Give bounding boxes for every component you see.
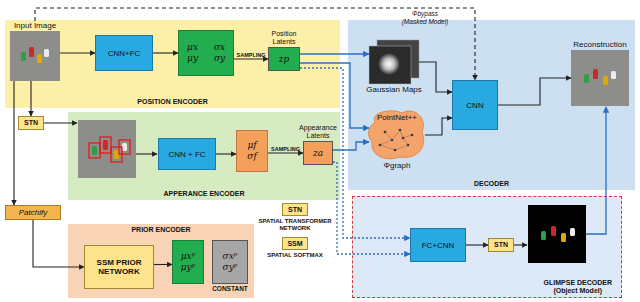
node-text: Patchify <box>19 208 47 217</box>
node-text: CONSTANT <box>212 285 248 293</box>
patchify-box: Patchify <box>5 205 61 220</box>
region-title: PRIOR ENCODER <box>68 226 254 234</box>
region-title: APPERANCE ENCODER <box>68 190 340 198</box>
network-box: CNN <box>452 80 498 130</box>
node-text: DECODER <box>348 180 635 188</box>
latent-box: μfσf <box>236 130 268 172</box>
legend-swatch: SSM <box>282 237 308 250</box>
node-text: STN <box>24 119 38 127</box>
latent-box: zp <box>268 47 300 71</box>
node-text: Appearance Latents <box>296 124 340 140</box>
region-title: DECODER <box>348 180 635 188</box>
node-text: μf <box>247 140 256 151</box>
node-text: Gaussian Maps <box>366 85 422 94</box>
prior-variance-node: σxᵖσyᵖCONSTANT <box>208 240 252 293</box>
pointnet-frame: PointNet++ <box>369 110 425 160</box>
node-text: PRIOR ENCODER <box>68 226 254 234</box>
network-box: CNN + FC <box>158 138 216 170</box>
legend-text: SPATIAL TRANSFORMER NETWORK <box>256 218 334 232</box>
reconstruction-frame <box>571 50 629 106</box>
network-box: CNN+FC <box>95 35 153 71</box>
node-text: GLIMPSE DECODER <box>544 279 612 287</box>
decoder-region: GLIMPSE DECODER(Object Model) FC+CNN STN <box>352 196 622 298</box>
decoder-region: DECODER Gaussian MapsPointNet++ Φgraph CNN R… <box>348 20 635 190</box>
node-text: Position Latents <box>262 30 306 46</box>
encoder-region: POSITION ENCODER Input ImageCNN+FC μxσxμyσ… <box>5 20 340 108</box>
node-text: σxᵖ <box>223 251 238 262</box>
encoder-region: PRIOR ENCODERSSM PRIOR NETWORKμxᵖμyᵖσxᵖσ… <box>68 224 254 298</box>
node-text: μx <box>179 42 206 53</box>
network-box: FC+CNN <box>410 228 466 262</box>
node-text: Reconstruction <box>573 40 626 49</box>
edge-label: SAMPLING <box>271 146 300 152</box>
encoder-region: APPERANCE ENCODER CNN + FC μfσf Appearance … <box>68 112 340 200</box>
node-text: CNN+FC <box>108 49 141 58</box>
node-text: σy <box>206 53 233 64</box>
node-text: σf <box>247 151 256 162</box>
legend-text: SPATIAL SOFTMAX <box>256 252 334 259</box>
legend-symbol-text: STN <box>288 206 302 213</box>
legend-symbol-text: SSM <box>287 240 302 247</box>
stn-box: STN <box>18 116 44 130</box>
node-text: POSITION ENCODER <box>5 98 340 106</box>
input-image-frame <box>10 31 60 81</box>
node-text: μxᵖ <box>181 251 196 262</box>
node-text: SSM PRIOR NETWORK <box>85 258 153 276</box>
latent-node: Position Latents zp <box>262 30 306 71</box>
legend-swatch: STN <box>282 203 308 216</box>
prior-mean-box: μxᵖμyᵖ <box>172 240 204 284</box>
prior-variance-box: σxᵖσyᵖ <box>212 240 248 284</box>
node-text: FC+CNN <box>422 241 455 250</box>
node-text: (Object Model) <box>544 287 612 295</box>
node-text: PointNet++ <box>377 113 417 122</box>
region-title: POSITION ENCODER <box>5 98 340 106</box>
node-text: σx <box>206 42 233 53</box>
node-text: CNN <box>466 101 483 110</box>
node-text: Input Image <box>14 21 56 30</box>
gaussian-maps-node: Gaussian Maps <box>362 40 426 94</box>
network-box: SSM PRIOR NETWORK <box>84 245 154 289</box>
image-panel: Input Image <box>8 21 62 81</box>
pointnet-node: PointNet++ Φgraph <box>366 110 428 170</box>
stn-box: STN <box>488 238 514 252</box>
edge-label: Φbypass (Masked Model) <box>400 10 450 25</box>
node-text: APPERANCE ENCODER <box>68 190 340 198</box>
node-text: σyᵖ <box>223 262 238 273</box>
node-text: Φgraph <box>384 161 411 170</box>
latent-box: μxσxμyσy <box>178 30 234 76</box>
region-title: GLIMPSE DECODER(Object Model) <box>544 279 612 295</box>
latent-box: za <box>303 141 333 165</box>
node-text: CNN + FC <box>168 150 205 159</box>
node-text: μyᵖ <box>181 262 196 273</box>
node-text: STN <box>494 241 508 249</box>
edge-label: SAMPLING <box>237 52 266 58</box>
latent-node: Appearance Latents za <box>296 124 340 165</box>
gaussian-maps-frame <box>369 40 419 84</box>
node-text: za <box>313 148 323 159</box>
node-text: μy <box>179 53 206 64</box>
reconstruction-node: Reconstruction <box>566 40 634 106</box>
node-text: zp <box>279 54 290 65</box>
